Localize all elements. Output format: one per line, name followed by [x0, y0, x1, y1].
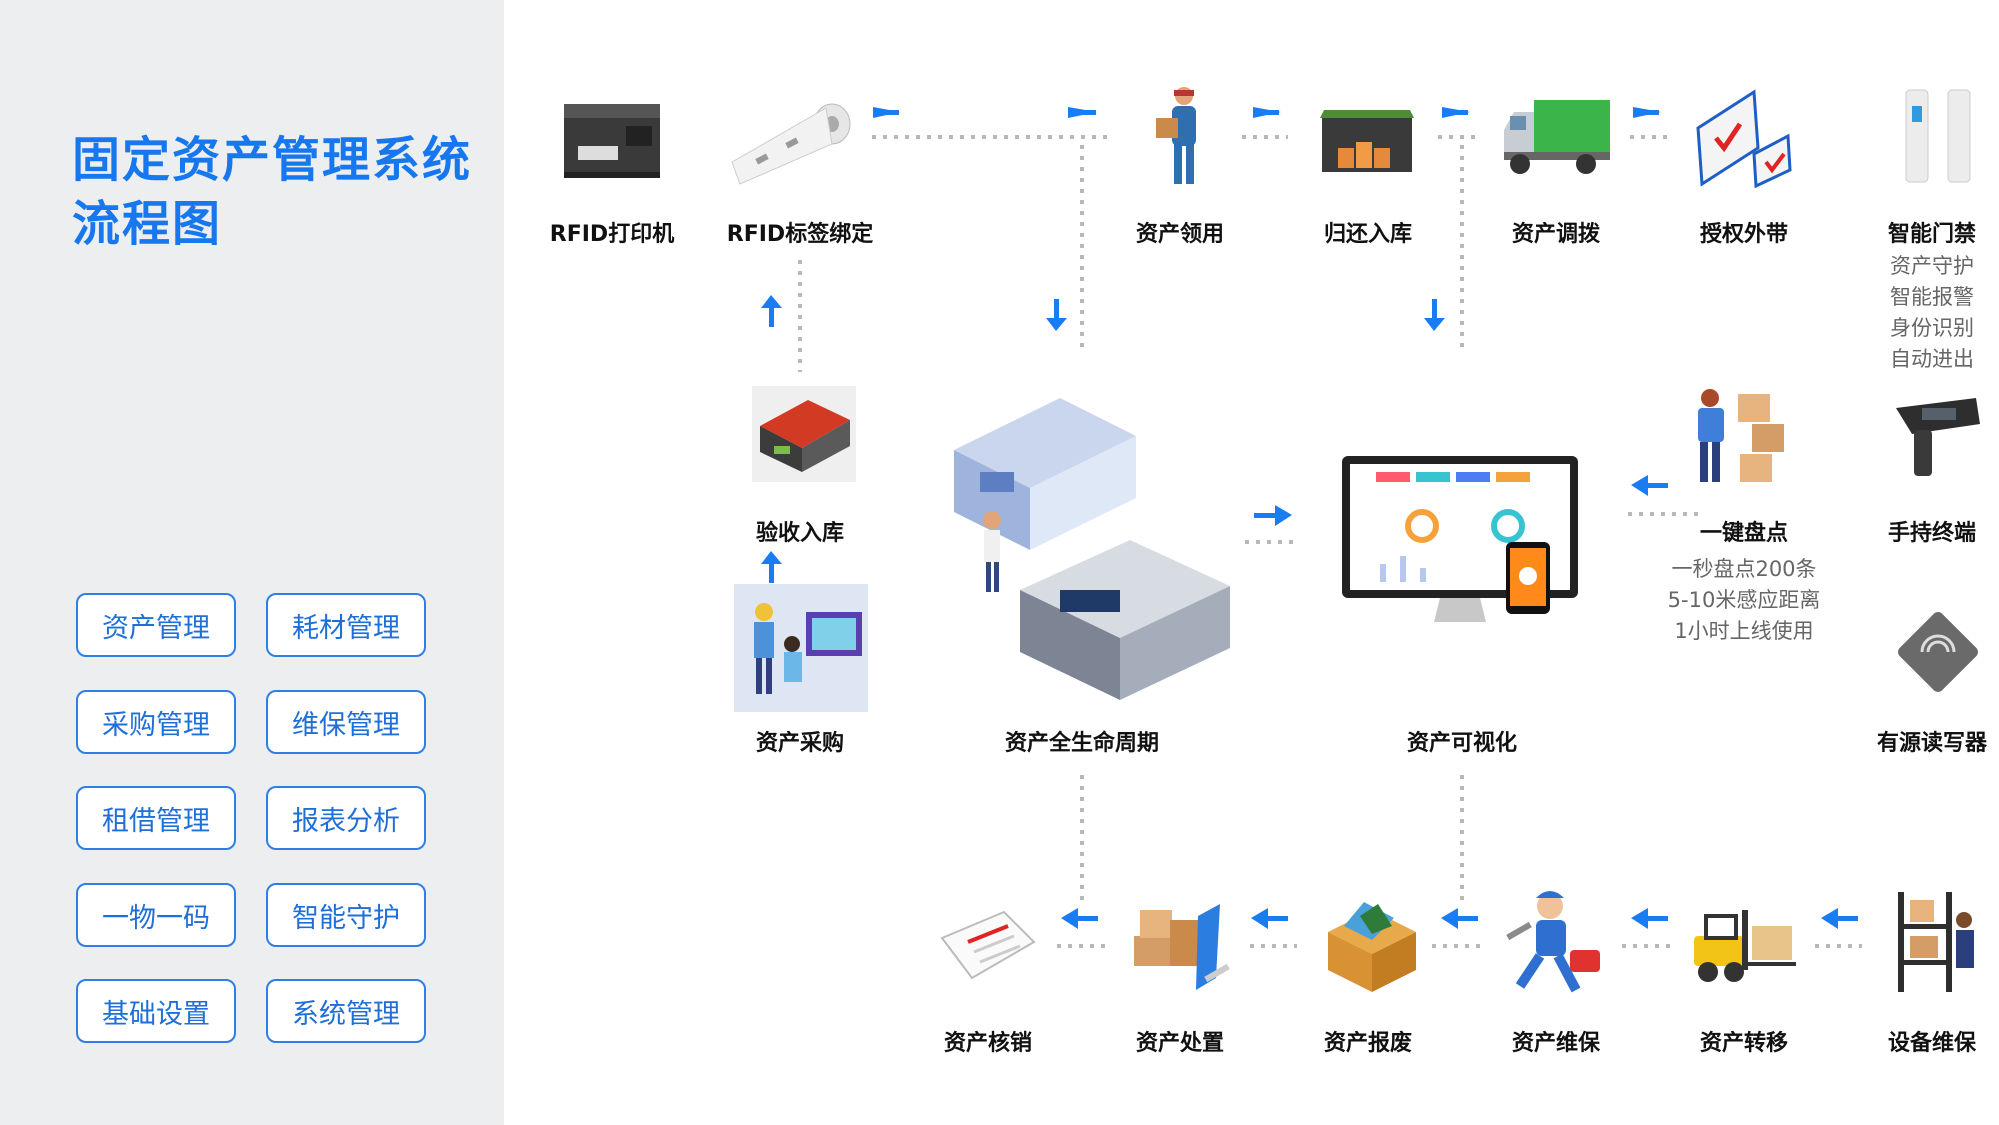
inventory-features-list: 一秒盘点200条 5-10米感应距离 1小时上线使用	[1624, 554, 1864, 647]
menu-button-system[interactable]: 系统管理	[266, 979, 426, 1043]
smart-gate-icon	[1905, 89, 1971, 183]
menu-button-maintenance[interactable]: 维保管理	[266, 690, 426, 754]
node-label-inbound-acceptance: 验收入库	[755, 521, 844, 546]
node-label-asset-disposal: 资产处置	[1135, 1031, 1224, 1056]
node-label-asset-scrap: 资产报废	[1323, 1031, 1412, 1056]
delivery-truck-icon	[1504, 100, 1610, 174]
device-maintenance-shelf-icon	[1898, 892, 1974, 992]
asset-scrap-box-icon	[1328, 902, 1416, 992]
menu-button-one-code[interactable]: 一物一码	[76, 883, 236, 947]
node-label-asset-lifecycle: 资产全生命周期	[1004, 731, 1159, 756]
rfid-tag-roll-icon	[731, 103, 851, 185]
maintenance-worker-icon	[1506, 891, 1600, 993]
menu-button-basic-settings[interactable]: 基础设置	[76, 979, 236, 1043]
menu-button-asset[interactable]: 资产管理	[76, 593, 236, 657]
inventory-feature: 5-10米感应距离	[1667, 588, 1821, 612]
authorize-checklist-icon	[1696, 89, 1792, 188]
node-label-asset-relocation: 资产转移	[1699, 1031, 1788, 1056]
asset-lifecycle-office-icon	[954, 398, 1230, 700]
node-label-one-click-inventory: 一键盘点	[1699, 521, 1788, 546]
asset-dashboard-monitor-icon	[1342, 456, 1578, 622]
warehouse-inbound-icon	[752, 386, 856, 482]
node-label-active-reader: 有源读写器	[1876, 731, 1987, 756]
title-line-1: 固定资产管理系统	[72, 132, 473, 188]
menu-button-report[interactable]: 报表分析	[266, 786, 426, 850]
write-off-document-icon	[940, 910, 1036, 980]
node-label-handheld-terminal: 手持终端	[1887, 521, 1976, 546]
node-label-asset-visualization: 资产可视化	[1406, 731, 1517, 756]
node-label-rfid-tag-binding: RFID标签绑定	[726, 222, 874, 247]
title-line-2: 流程图	[72, 196, 223, 252]
handheld-terminal-icon	[1896, 398, 1980, 476]
inventory-feature: 一秒盘点200条	[1671, 557, 1817, 581]
warehouse-return-icon	[1320, 110, 1414, 172]
node-label-return-inbound: 归还入库	[1323, 222, 1412, 247]
arrow-shaft-1	[873, 110, 899, 115]
node-label-asset-transfer: 资产调拨	[1511, 222, 1600, 247]
node-label-smart-gate: 智能门禁	[1887, 222, 1976, 247]
menu-button-consumable[interactable]: 耗材管理	[266, 593, 426, 657]
gate-feature: 身份识别	[1890, 316, 1974, 340]
menu-button-smart-guard[interactable]: 智能守护	[266, 883, 426, 947]
node-label-asset-receive: 资产领用	[1135, 222, 1224, 247]
gate-feature: 自动进出	[1890, 347, 1974, 371]
page-title: 固定资产管理系统 流程图	[72, 128, 492, 256]
node-label-asset-maintenance: 资产维保	[1511, 1031, 1600, 1056]
asset-purchase-icon	[734, 584, 868, 712]
rfid-printer-icon	[564, 104, 660, 178]
menu-button-procurement[interactable]: 采购管理	[76, 690, 236, 754]
inventory-feature: 1小时上线使用	[1674, 619, 1814, 643]
sidebar-panel: 固定资产管理系统 流程图 资产管理 耗材管理 采购管理 维保管理 租借管理 报表…	[0, 0, 504, 1125]
active-reader-icon	[1898, 612, 1978, 692]
node-label-asset-write-off: 资产核销	[943, 1031, 1032, 1056]
gate-feature: 资产守护	[1890, 254, 1974, 278]
one-click-inventory-icon	[1698, 389, 1784, 482]
node-label-device-maintenance: 设备维保	[1887, 1031, 1976, 1056]
node-label-rfid-printer: RFID打印机	[549, 222, 675, 247]
person-carrying-box-icon	[1156, 87, 1196, 184]
forklift-transfer-icon	[1694, 910, 1796, 982]
gate-feature: 智能报警	[1890, 285, 1974, 309]
menu-button-lease[interactable]: 租借管理	[76, 786, 236, 850]
asset-disposal-icon	[1134, 904, 1230, 990]
gate-features-list: 资产守护 智能报警 身份识别 自动进出	[1812, 251, 1999, 375]
node-label-asset-purchase: 资产采购	[755, 731, 844, 756]
node-label-authorize-takeout: 授权外带	[1699, 222, 1788, 247]
